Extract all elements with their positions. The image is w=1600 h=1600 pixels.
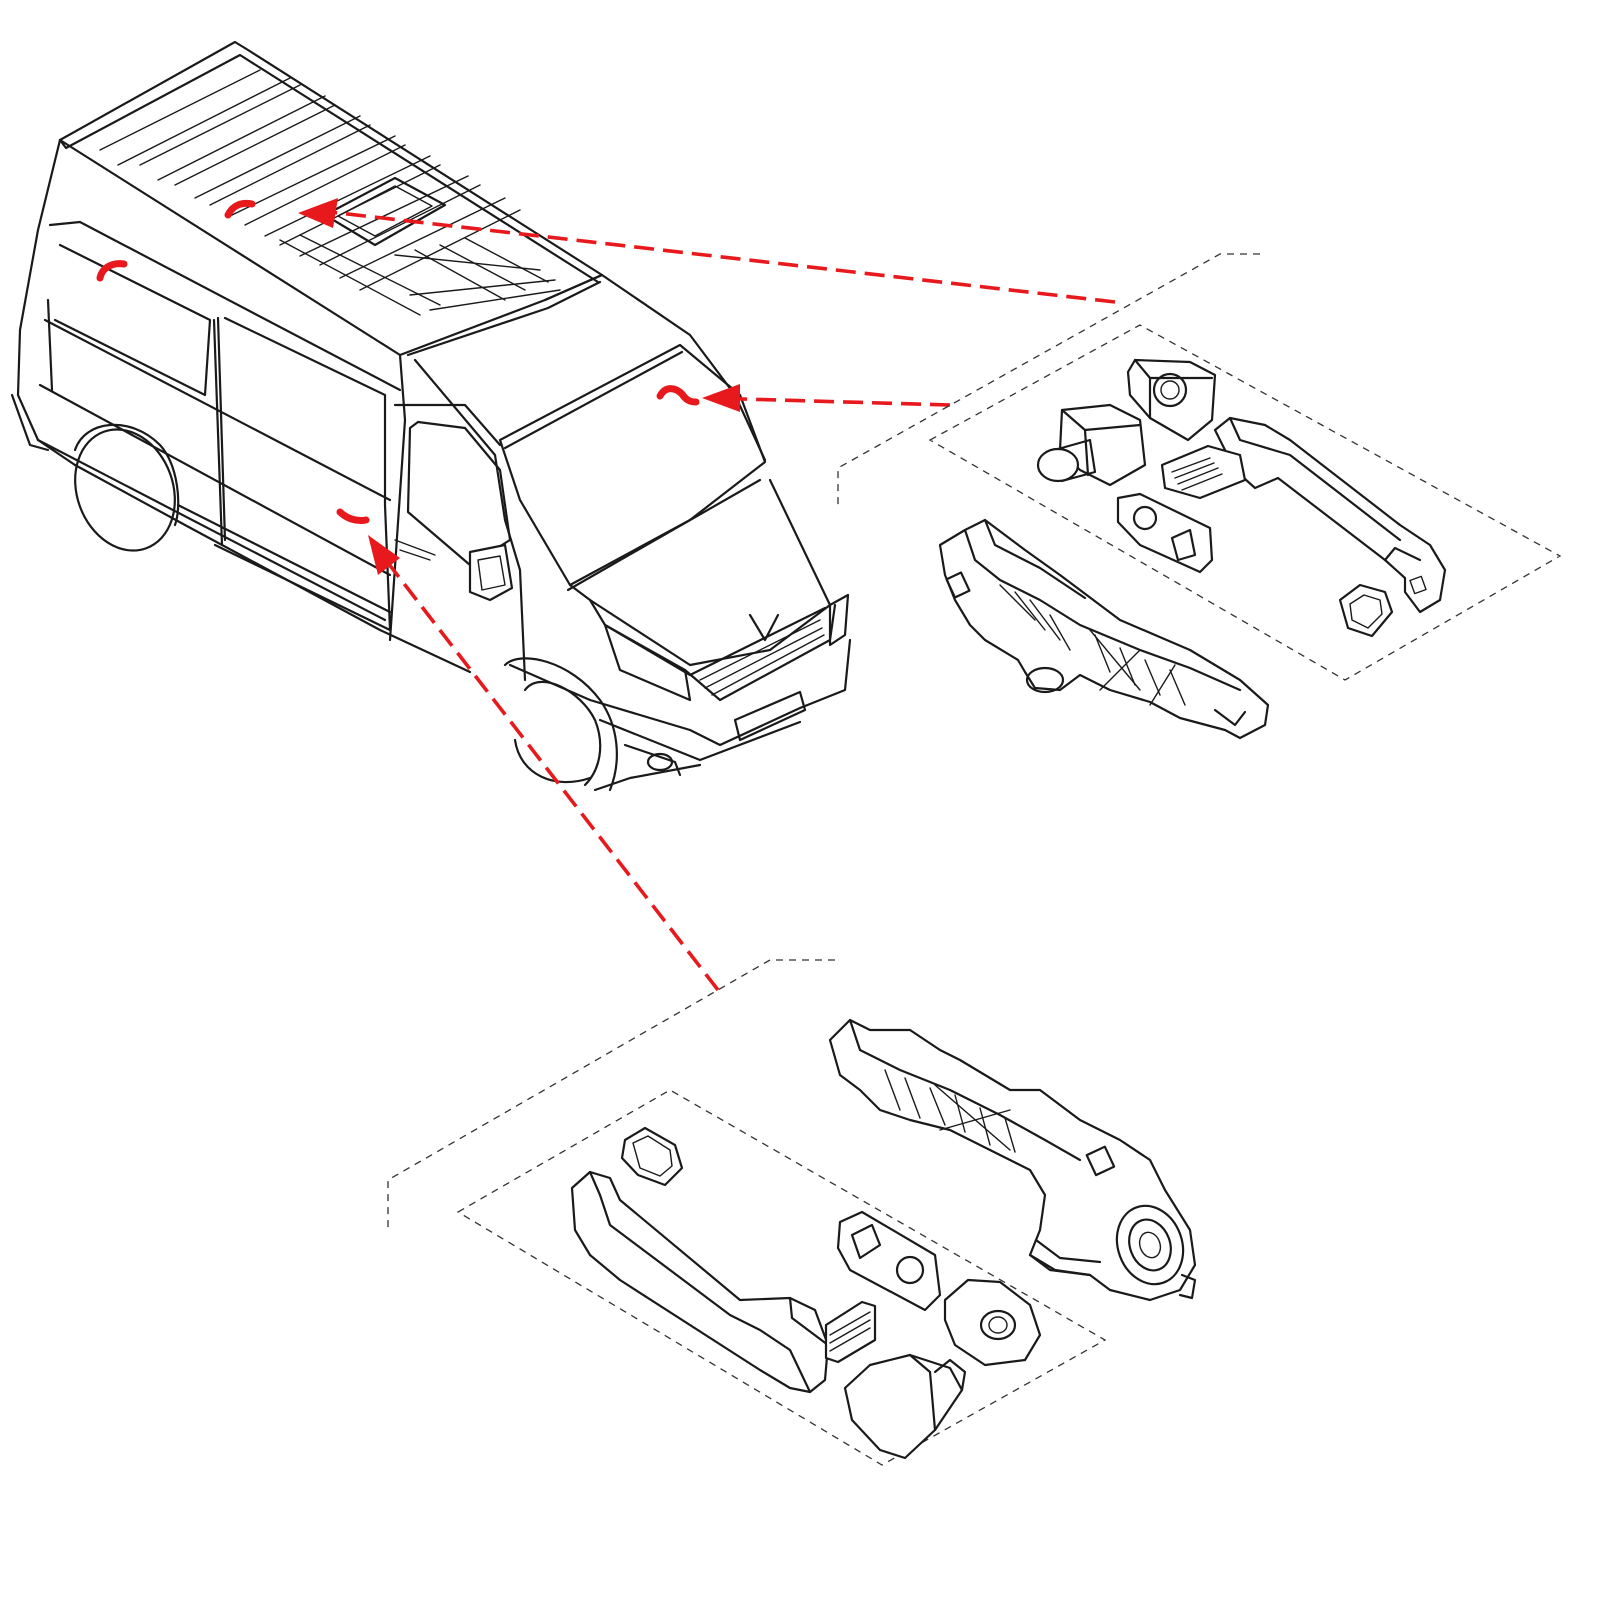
arrowhead-rear-upper — [298, 198, 338, 228]
handle-gasket-rear — [1116, 492, 1214, 574]
handle-carrier-frame — [828, 1018, 1197, 1302]
side-mirror — [468, 543, 514, 602]
rear-upper-handle-marker — [224, 199, 256, 219]
windshield — [498, 343, 767, 587]
upper-group-outer-frame — [837, 253, 1260, 505]
headlight-right — [828, 593, 850, 647]
roof-ribs — [99, 69, 521, 291]
cab-side-window — [406, 420, 512, 567]
front-grille — [683, 603, 837, 702]
lower-group-outer-frame — [387, 959, 835, 1230]
handle-carrier-frame — [938, 518, 1270, 740]
sliding-door — [213, 316, 392, 632]
rear-doors — [16, 138, 77, 467]
lock-cylinder — [1036, 403, 1147, 487]
rear-wheel — [74, 428, 176, 552]
front-door-handle-marker — [656, 385, 700, 406]
leader-to-sliding-door-marker — [376, 548, 720, 992]
front-wheel-arch — [503, 657, 618, 792]
handle-grip — [570, 1170, 830, 1394]
upper-right-parts-group — [837, 253, 1562, 740]
handle-gasket-front — [1160, 444, 1247, 500]
handle-bezel-gasket — [1338, 583, 1394, 638]
handle-grip — [1213, 416, 1447, 614]
upper-group-inner-frame — [928, 324, 1562, 681]
handle-markers — [96, 199, 700, 524]
van-body — [10, 40, 852, 792]
lower-parts-group — [387, 959, 1197, 1466]
sliding-door-handle-marker — [336, 508, 370, 524]
handle-end-cap — [843, 1353, 967, 1460]
hood — [568, 478, 832, 667]
roof-hatch — [323, 176, 447, 247]
leader-to-rear-upper-marker — [329, 210, 1116, 304]
lower-group-inner-frame — [456, 1089, 1107, 1466]
handle-window-gasket — [836, 1210, 942, 1312]
arrowhead-front-door — [702, 384, 740, 412]
cab-pillar — [398, 273, 767, 462]
handle-gasket-rear — [620, 1126, 684, 1187]
side-panel — [58, 138, 407, 642]
front-bumper — [508, 638, 852, 747]
headlight-left — [603, 623, 692, 702]
lock-cylinder-cap — [1126, 358, 1217, 442]
lock-cylinder-cap — [943, 1278, 1042, 1367]
leader-to-front-door-marker — [707, 396, 951, 407]
arrowhead-sliding-door — [368, 535, 400, 575]
rear-side-handle-marker — [96, 260, 128, 282]
leader-lines — [298, 198, 1116, 992]
handle-gasket-front — [824, 1300, 877, 1364]
